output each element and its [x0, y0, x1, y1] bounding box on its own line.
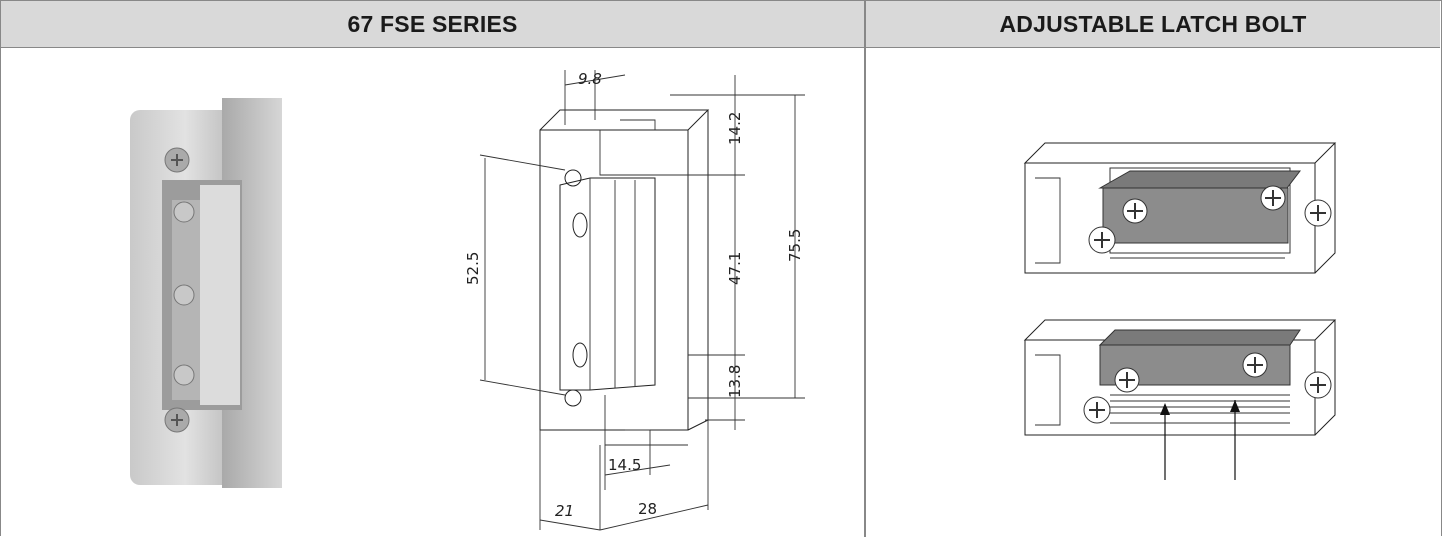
dim-depth: 21 — [555, 502, 574, 520]
dim-total-height: 75.5 — [786, 229, 804, 262]
dim-top-width: 9.8 — [578, 70, 602, 88]
technical-drawing: 9.8 14.2 52.5 47.1 75.5 13.8 14.5 21 28 — [464, 70, 805, 531]
latch-bolt-header: ADJUSTABLE LATCH BOLT — [866, 1, 1440, 48]
dim-top-offset: 14.2 — [726, 112, 744, 145]
dim-latch-height: 47.1 — [726, 252, 744, 285]
series-header: 67 FSE SERIES — [1, 1, 864, 48]
latch-bolt-illustration-bottom — [1023, 319, 1337, 480]
product-photo — [130, 98, 282, 488]
dim-hole-spacing: 52.5 — [464, 252, 482, 285]
column-divider — [864, 0, 866, 537]
dim-bottom-offset: 13.8 — [726, 365, 744, 398]
latch-bolt-illustration-top — [1023, 142, 1337, 274]
dim-faceplate-offset: 14.5 — [608, 456, 641, 474]
dim-width: 28 — [638, 500, 657, 518]
